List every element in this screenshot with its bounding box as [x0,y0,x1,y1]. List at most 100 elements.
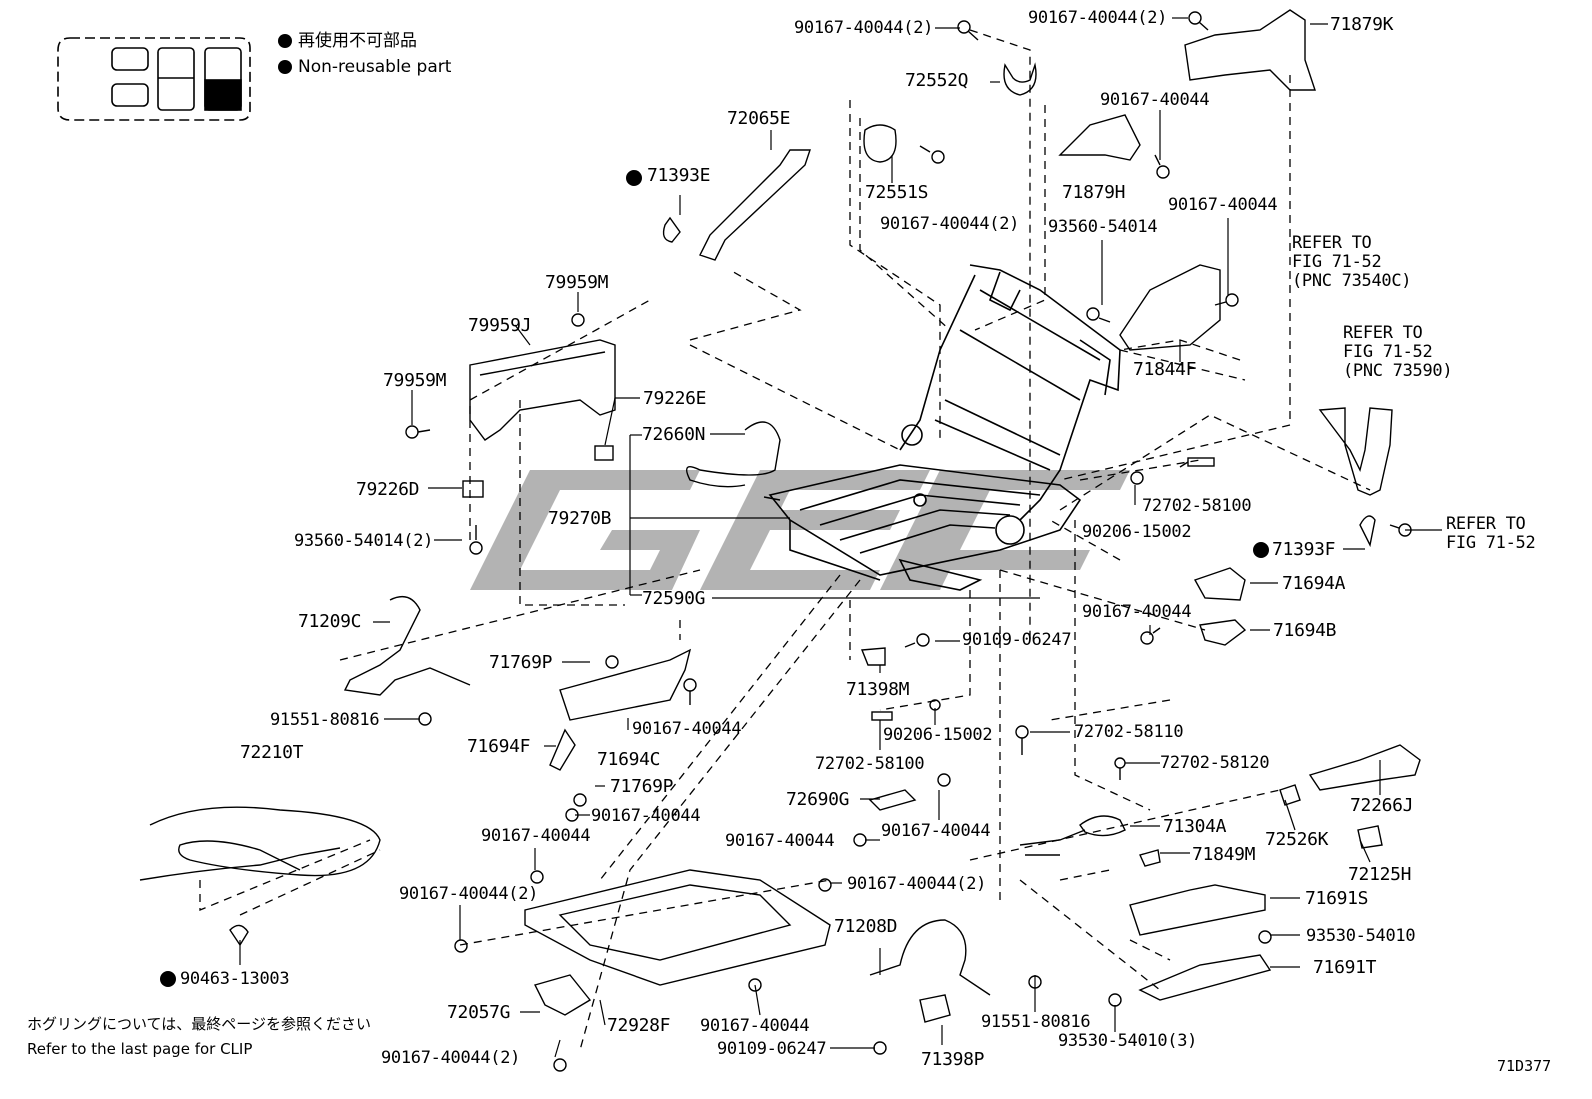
part-label[interactable]: 72266J [1350,795,1414,816]
part-label[interactable]: 90167-40044 [1168,195,1278,215]
part-label[interactable]: 71769P [489,652,553,673]
part-label[interactable]: 71844F [1133,359,1197,380]
part-label[interactable]: 90109-06247 [962,630,1072,650]
non-reusable-marker-71393F [1253,542,1269,558]
part-label[interactable]: 72125H [1348,864,1412,885]
part-label[interactable]: 90167-40044(2) [1028,8,1168,28]
part-label[interactable]: 90167-40044 [481,826,591,846]
part-label[interactable]: 72928F [607,1015,671,1036]
part-label[interactable]: 93530-54010(3) [1058,1031,1198,1051]
refer-note[interactable]: REFER TO [1292,233,1372,253]
part-label[interactable]: 72660N [642,424,706,445]
part-label[interactable]: 93560-54014(2) [294,531,434,551]
cover-71844F [1119,264,1221,351]
seat-position-icon [57,37,251,121]
part-label[interactable]: 79226E [643,388,707,409]
non-reusable-marker-90463-13003 [160,971,176,987]
part-label[interactable]: 90167-40044 [700,1016,810,1036]
part-label[interactable]: 79959M [383,370,447,391]
part-label[interactable]: 79226D [356,479,420,500]
bolt-icon [454,939,468,953]
bolt-icon [1179,457,1215,468]
non-reusable-dot-icon [278,34,292,48]
part-label[interactable]: 72702-58120 [1160,753,1270,773]
part-label[interactable]: 71694A [1282,573,1346,594]
strap-72065E [699,149,811,261]
part-label[interactable]: 71304A [1163,816,1227,837]
trim-79959J [469,339,616,441]
clip-72125H [1357,825,1383,849]
part-label[interactable]: 71694F [467,736,531,757]
hog-ring-90463-13003 [229,924,249,947]
refer-note[interactable]: FIG 71-52 [1292,252,1382,272]
part-label[interactable]: 90167-40044 [591,806,701,826]
part-label[interactable]: 90167-40044(2) [847,874,987,894]
part-label[interactable]: 71398P [921,1049,985,1070]
part-label[interactable]: 71691T [1313,957,1377,978]
part-label[interactable]: 71393F [1272,539,1336,560]
part-label[interactable]: 91551-80816 [981,1012,1091,1032]
part-label[interactable]: 71398M [846,679,910,700]
part-label[interactable]: 90167-40044 [881,821,991,841]
part-label[interactable]: 90463-13003 [180,969,290,989]
pad-79226D [462,480,484,498]
refer-note[interactable]: FIG 71-52 [1343,342,1433,362]
part-label[interactable]: 71208D [834,916,898,937]
part-label[interactable]: 72065E [727,108,791,129]
refer-note[interactable]: (PNC 73540C) [1292,271,1412,291]
part-label[interactable]: 79959J [468,315,532,336]
part-label[interactable]: 72690G [786,789,850,810]
bolt-icon [1028,975,1042,989]
part-label[interactable]: 72702-58110 [1074,722,1184,742]
part-label[interactable]: 71209C [298,611,362,632]
part-label[interactable]: 72057G [447,1002,511,1023]
figure-code: 71D377 [1497,1057,1552,1075]
bolt-icon [919,145,945,164]
part-label[interactable]: 71769P [610,776,674,797]
refer-note[interactable]: REFER TO [1343,323,1423,343]
part-label[interactable]: 93530-54010 [1306,926,1416,946]
cap-72552Q [1003,62,1037,96]
bolt-icon [873,1041,887,1055]
refer-note[interactable]: REFER TO [1446,514,1526,534]
part-label[interactable]: 71694C [597,749,661,770]
part-label[interactable]: 90167-40044 [725,831,835,851]
part-label[interactable]: 72702-58100 [1142,496,1252,516]
bracket-72690G [868,789,917,811]
refer-note[interactable]: FIG 71-52 [1446,533,1536,553]
part-label[interactable]: 90167-40044 [1082,602,1192,622]
part-label[interactable]: 90109-06247 [717,1039,827,1059]
bolt-icon [1389,523,1412,537]
bolt-icon [1140,627,1161,645]
part-label[interactable]: 90167-40044(2) [399,884,539,904]
part-label[interactable]: 72210T [240,742,304,763]
bolt-icon [957,20,979,41]
cable-71209C [343,596,471,696]
part-label[interactable]: 79959M [545,272,609,293]
part-label[interactable]: 72551S [865,182,929,203]
part-label[interactable]: 90206-15002 [1082,522,1192,542]
part-label[interactable]: 72552Q [905,70,969,91]
seat-back-frame [899,264,1121,521]
part-label[interactable]: 90167-40044(2) [794,18,934,38]
part-label[interactable]: 72702-58100 [815,754,925,774]
part-label[interactable]: 71694B [1273,620,1337,641]
part-label[interactable]: 79270B [548,508,612,529]
part-label[interactable]: 71879K [1330,14,1394,35]
part-label[interactable]: 72590G [642,588,706,609]
part-label[interactable]: 93560-54014 [1048,217,1158,237]
part-label[interactable]: 72526K [1265,829,1329,850]
part-label[interactable]: 90206-15002 [883,725,993,745]
part-label[interactable]: 90167-40044 [632,719,742,739]
part-label[interactable]: 91551-80816 [270,710,380,730]
part-label[interactable]: 90167-40044(2) [381,1048,521,1068]
refer-note[interactable]: (PNC 73590) [1343,361,1453,381]
part-label[interactable]: 71393E [647,165,711,186]
part-label[interactable]: 90167-40044(2) [880,214,1020,234]
part-label[interactable]: 71879H [1062,182,1126,203]
part-label[interactable]: 71691S [1305,888,1369,909]
part-label[interactable]: 71849M [1192,844,1256,865]
part-label[interactable]: 90167-40044 [1100,90,1210,110]
